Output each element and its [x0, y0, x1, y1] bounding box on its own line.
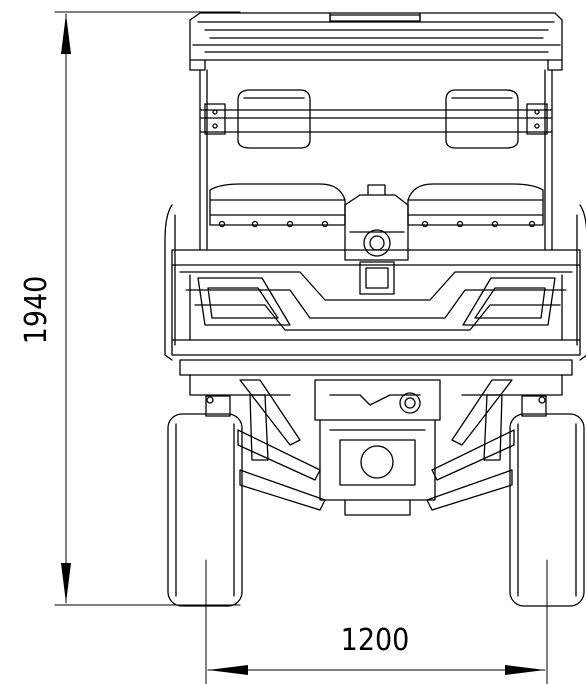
roof-canopy [189, 12, 563, 71]
rops-frame [199, 69, 553, 251]
suspension-right [426, 379, 515, 511]
side-panels [164, 204, 586, 361]
tail-light-right [462, 277, 556, 326]
arrow-left-icon [208, 665, 248, 675]
cargo-bed [171, 249, 581, 356]
seat-backs [209, 183, 544, 228]
rear-wheel-left [167, 395, 243, 607]
tail-light-left [197, 277, 291, 326]
arrow-up-icon [61, 14, 71, 54]
arrow-down-icon [61, 563, 71, 603]
rear-wheel-right [509, 395, 585, 607]
width-dimension-label: 1200 [341, 623, 410, 658]
suspension-left [237, 379, 326, 511]
height-dimension [54, 11, 241, 606]
arrow-right-icon [505, 665, 545, 675]
center-hitch [344, 184, 409, 295]
height-dimension-label: 1940 [19, 276, 54, 345]
differential [314, 379, 441, 516]
headrest-right [445, 89, 519, 149]
width-dimension [205, 559, 548, 684]
rear-bumper [179, 359, 573, 404]
headrest-left [237, 89, 311, 149]
